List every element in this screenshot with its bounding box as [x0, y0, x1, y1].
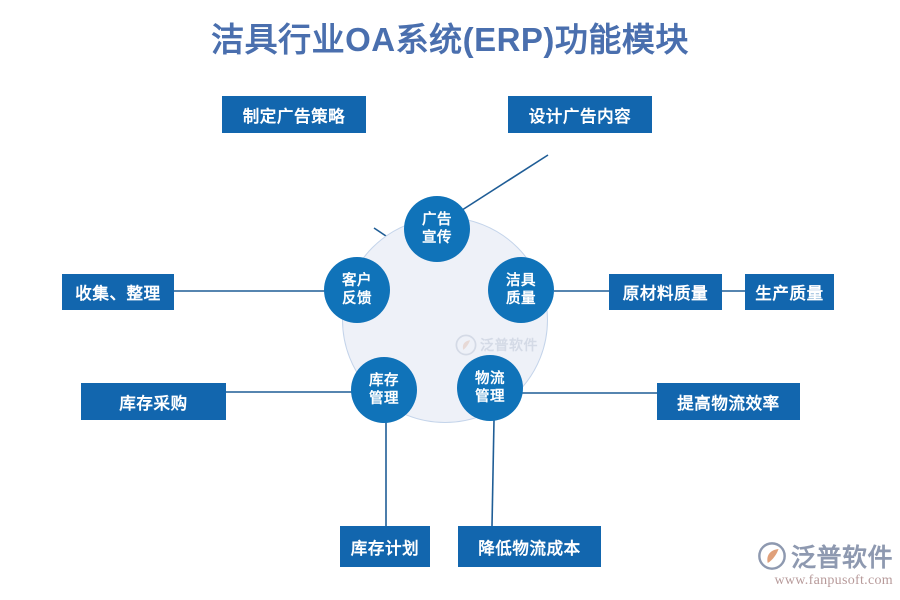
box-production-qc[interactable]: 生产质量 [745, 274, 834, 310]
box-raw-material-qc[interactable]: 原材料质量 [609, 274, 722, 310]
box-logistics-cost[interactable]: 降低物流成本 [458, 526, 601, 567]
box-ad-strategy[interactable]: 制定广告策略 [222, 96, 366, 133]
connector-logistics-node-to-cost [491, 419, 495, 527]
fanpu-logo-icon [758, 542, 786, 570]
box-logistics-eff[interactable]: 提高物流效率 [657, 383, 800, 420]
node-sanitary-quality[interactable]: 洁具 质量 [488, 257, 554, 323]
box-inventory-plan[interactable]: 库存计划 [340, 526, 430, 567]
node-inventory-mgmt[interactable]: 库存 管理 [351, 357, 417, 423]
connector-advertising-to-ad-content [458, 154, 549, 213]
box-inventory-purchase[interactable]: 库存采购 [81, 383, 226, 420]
box-ad-content[interactable]: 设计广告内容 [508, 96, 652, 133]
brand-url: www.fanpusoft.com [774, 573, 893, 588]
node-customer-feedback[interactable]: 客户 反馈 [324, 257, 390, 323]
brand-name: 泛普软件 [791, 544, 894, 572]
node-advertising[interactable]: 广告 宣传 [404, 196, 470, 262]
brand-logo-row: 泛普软件 [757, 540, 893, 572]
brand-logo: 泛普软件 www.fanpusoft.com [757, 540, 893, 592]
box-collect-organize[interactable]: 收集、整理 [62, 274, 174, 310]
page-title: 洁具行业OA系统(ERP)功能模块 [211, 21, 689, 58]
node-logistics-mgmt[interactable]: 物流 管理 [457, 355, 523, 421]
